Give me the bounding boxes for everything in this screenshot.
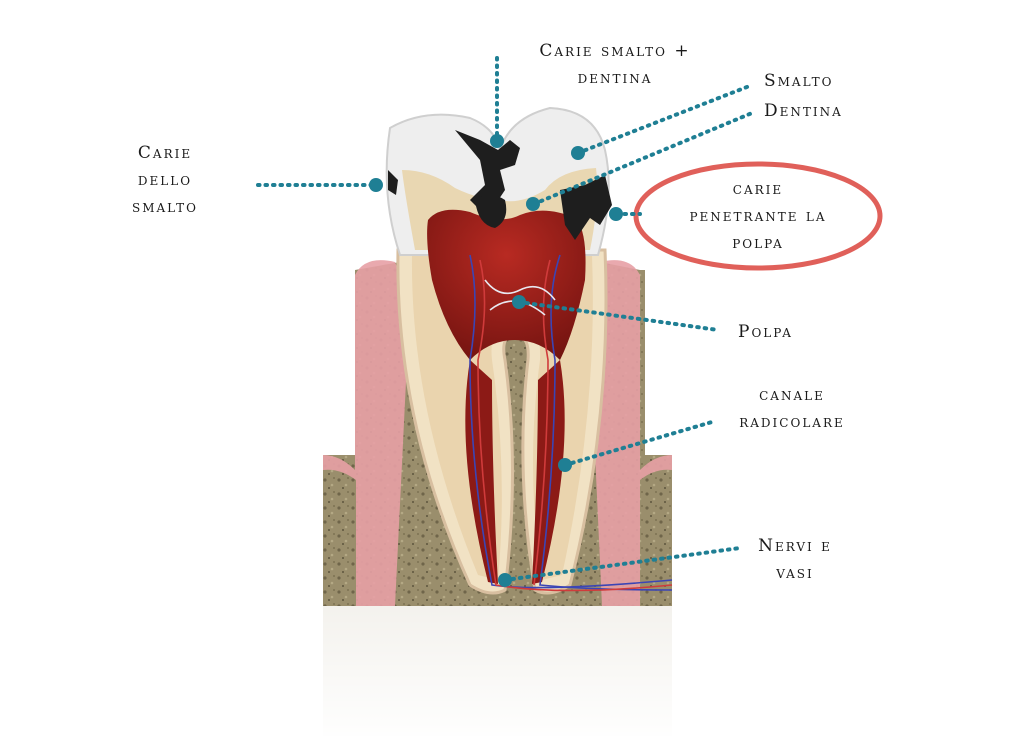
label-canale-radicolare: canale radicolare (739, 385, 845, 432)
label-carie-penetrante: carie penetrante la polpa (689, 179, 827, 253)
label-polpa: Polpa (738, 322, 793, 342)
reflection (323, 606, 672, 744)
label-nervi-vasi: Nervi e vasi (758, 536, 832, 583)
label-carie-dello-smalto: Carie dello smalto (131, 143, 198, 217)
caries (388, 130, 612, 240)
label-dentina: Dentina (764, 101, 843, 121)
leader-dots (369, 134, 623, 587)
nerves-vessels (469, 254, 673, 592)
highlight-ring (633, 161, 883, 271)
label-carie-smalto-dentina: Carie smalto + dentina (539, 41, 691, 88)
leader-lines (256, 56, 754, 582)
label-smalto: Smalto (764, 71, 834, 91)
gum (323, 260, 672, 606)
